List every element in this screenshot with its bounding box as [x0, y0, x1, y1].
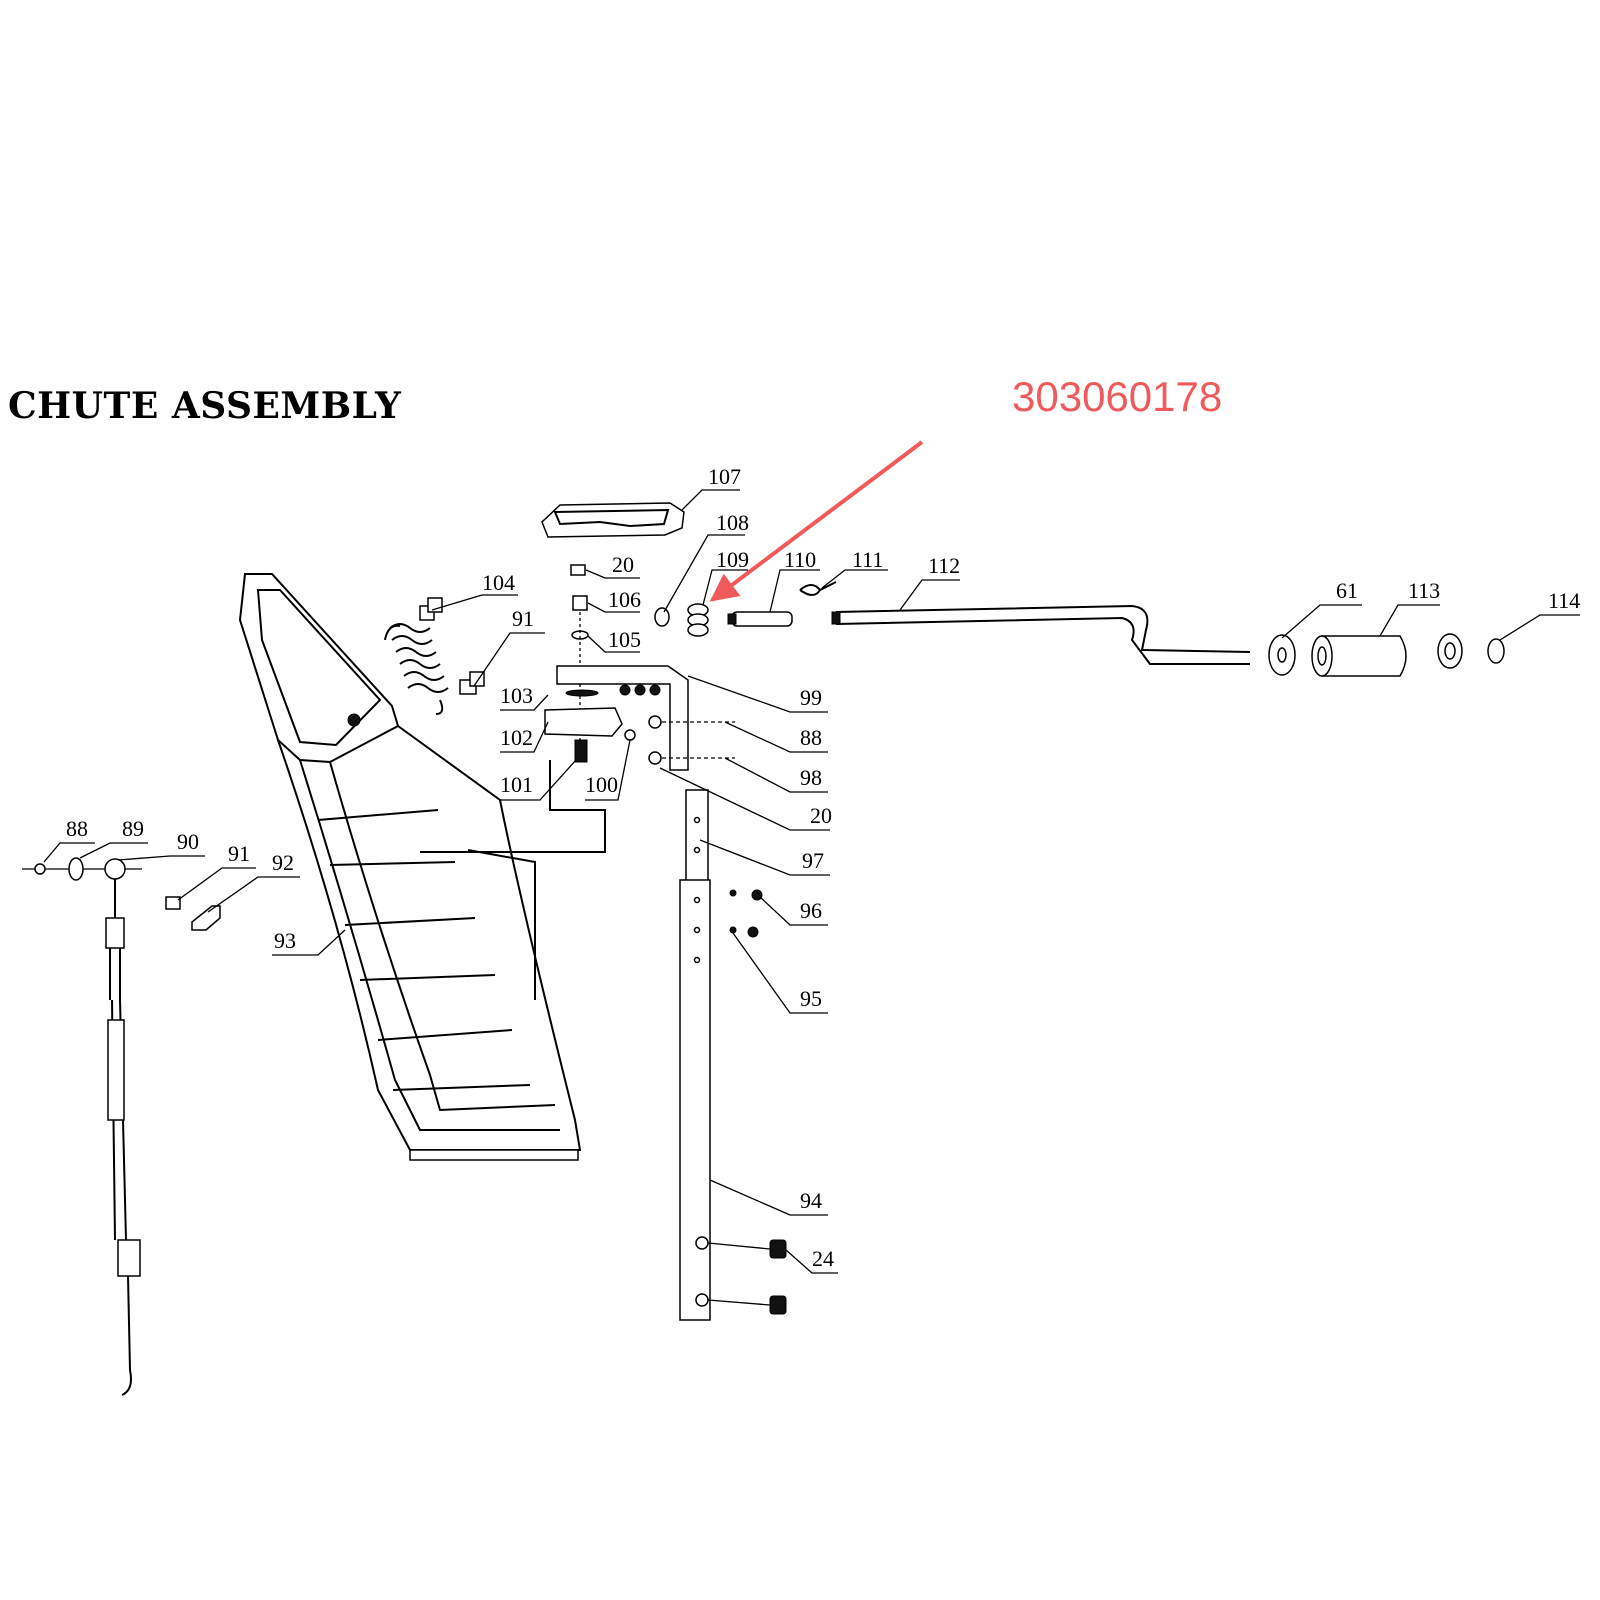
callout-102: 102: [500, 725, 533, 750]
callout-101: 101: [500, 772, 533, 797]
highlighted-part-number: 303060178: [1012, 373, 1223, 420]
callout-109: 109: [716, 547, 749, 572]
callout-24: 24: [812, 1246, 834, 1271]
callout-90: 90: [177, 829, 199, 854]
callout-103: 103: [500, 683, 533, 708]
callout-88-left: 88: [66, 816, 88, 841]
callout-105: 105: [608, 627, 641, 652]
clip-part-111: [799, 581, 837, 596]
callout-112: 112: [928, 553, 960, 578]
pin-part-110: [727, 611, 793, 627]
callout-97: 97: [802, 848, 824, 873]
spring-part: [384, 623, 449, 715]
callout-113: 113: [1408, 578, 1440, 603]
washer-part-113b: [1437, 633, 1463, 669]
callout-88-right: 88: [800, 725, 822, 750]
crank-rod-112: [831, 604, 1251, 665]
callout-108: 108: [716, 510, 749, 535]
callout-91-left: 91: [228, 841, 250, 866]
callout-61: 61: [1336, 578, 1358, 603]
callout-20-bottom: 20: [810, 803, 832, 828]
callout-114: 114: [1548, 588, 1580, 613]
callout-106: 106: [608, 587, 641, 612]
diagram-title: CHUTE ASSEMBLY: [8, 385, 402, 427]
callout-107: 107: [708, 464, 741, 489]
deflector-part: [541, 502, 685, 538]
callout-104: 104: [482, 570, 515, 595]
cable-part: [22, 857, 142, 1396]
bracket-part-92: [165, 896, 221, 931]
screw-part-96-95: [729, 889, 763, 938]
callout-111: 111: [852, 547, 883, 572]
snap-ring-part-114: [1487, 638, 1505, 664]
callout-100: 100: [585, 772, 618, 797]
washer-part-61: [1268, 634, 1296, 676]
gear-part-109: [687, 603, 709, 637]
hardware-stack: [570, 564, 589, 760]
callout-labels: 107 108 109 110 111 112 61 113 114 20 10…: [66, 464, 1580, 1271]
bolt-part-24: [707, 1239, 787, 1315]
callout-110: 110: [784, 547, 816, 572]
vertical-rod-part: [679, 789, 711, 1321]
callout-99: 99: [800, 685, 822, 710]
bracket-part: [420, 665, 735, 853]
chute-part: [238, 573, 582, 1161]
callout-95: 95: [800, 986, 822, 1011]
callout-91-right: 91: [512, 606, 534, 631]
sleeve-part-113: [1311, 635, 1407, 677]
callout-98: 98: [800, 765, 822, 790]
highlight-arrow: [709, 440, 924, 602]
callout-96: 96: [800, 898, 822, 923]
callout-92: 92: [272, 850, 294, 875]
callout-93: 93: [274, 928, 296, 953]
callout-20-top: 20: [612, 552, 634, 577]
leader-lines: [43, 489, 1580, 1274]
ring-part-108: [654, 607, 670, 627]
callout-89: 89: [122, 816, 144, 841]
callout-94: 94: [800, 1188, 822, 1213]
